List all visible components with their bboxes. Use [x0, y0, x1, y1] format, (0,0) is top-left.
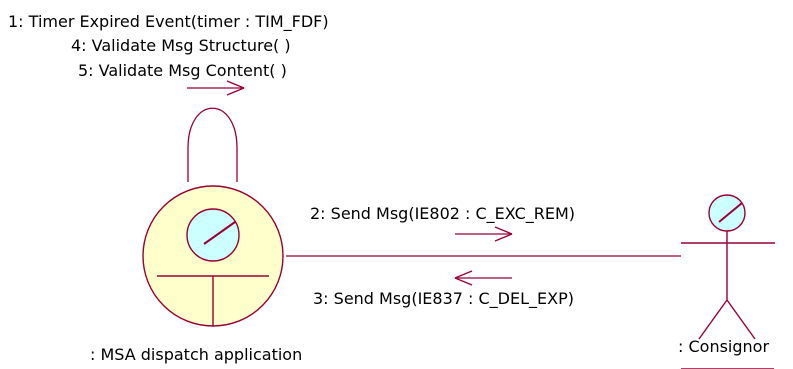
msa-dispatch-application-object[interactable] — [142, 185, 284, 327]
consignor-actor-icon[interactable] — [681, 194, 775, 340]
actor-right-leg — [726, 299, 756, 340]
self-message-arrow — [187, 80, 245, 96]
actor-head — [708, 194, 746, 232]
message-3-label: 3: Send Msg(IE837 : C_DEL_EXP) — [313, 289, 574, 309]
object-head-icon — [186, 208, 240, 262]
message-3-arrow — [454, 270, 512, 286]
application-label: : MSA dispatch application — [90, 345, 302, 364]
message-2-label: 2: Send Msg(IE802 : C_EXC_REM) — [310, 204, 575, 224]
self-message-5-label: 5: Validate Msg Content( ) — [78, 61, 287, 80]
object-head-needle — [203, 221, 236, 245]
actor-label: : Consignor — [678, 337, 769, 356]
actor-left-leg — [698, 299, 728, 340]
self-message-1-label: 1: Timer Expired Event(timer : TIM_FDF) — [8, 12, 329, 32]
self-message-4-label: 4: Validate Msg Structure( ) — [71, 36, 291, 55]
self-link-loop — [187, 107, 238, 182]
message-2-arrow — [455, 226, 513, 242]
